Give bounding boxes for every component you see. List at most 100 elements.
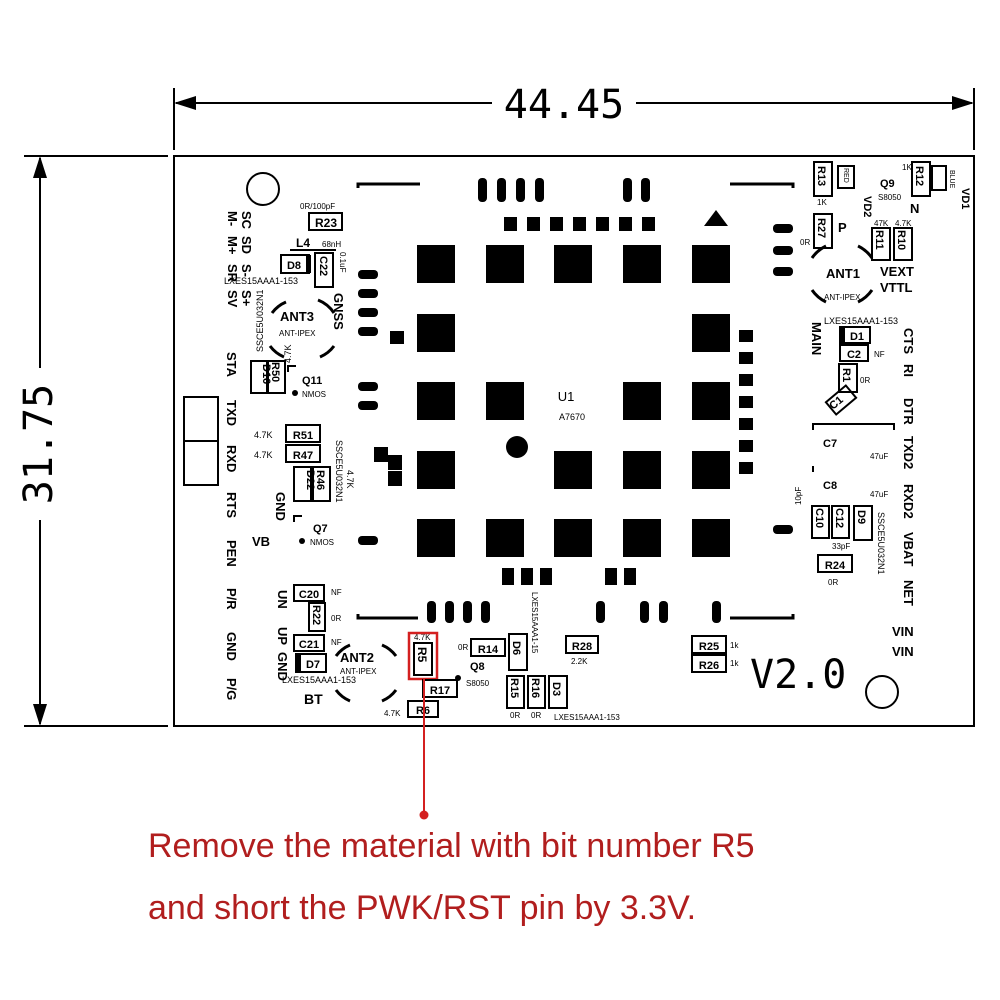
ant2-label: ANT2 (340, 650, 374, 665)
right-header-6: NET (901, 580, 916, 606)
svg-text:SD: SD (239, 236, 254, 254)
svg-text:SV: SV (225, 290, 240, 308)
bt-label: BT (304, 691, 323, 707)
r5-label: R5 (415, 647, 429, 663)
r13-box (813, 161, 833, 197)
d7-label: D7 (306, 659, 320, 671)
vb-label: VB (252, 534, 270, 549)
vext-label: VEXT (880, 264, 914, 279)
r51-value: 4.7K (254, 430, 273, 440)
gnd-label-mid: GND (273, 492, 288, 521)
r1-value: 0R (860, 376, 870, 385)
n-label: N (910, 201, 919, 216)
r23-value: 0R/100pF (300, 202, 335, 211)
r26-label: R26 (699, 660, 719, 672)
up-label: UP (275, 627, 290, 645)
r6-value: 4.7K (384, 709, 401, 718)
c12-box (831, 505, 850, 539)
r14-label: R14 (478, 644, 499, 656)
r14-box (470, 638, 506, 657)
r16-label: R16 (529, 678, 541, 698)
d1-band (840, 327, 845, 343)
vd2-label: VD2 (861, 196, 873, 217)
width-dimension (173, 88, 975, 150)
right-header-5: VBAT (901, 532, 916, 566)
r50-box (267, 360, 286, 394)
svg-text:SR: SR (225, 264, 240, 283)
r15-label: R15 (508, 678, 520, 698)
ant2-ring (334, 643, 398, 703)
r23-box (308, 212, 343, 231)
d22-box (293, 466, 312, 502)
ant3-type: ANT-IPEX (279, 329, 316, 338)
instruction-line-2: and short the PWK/RST pin by 3.3V. (148, 889, 697, 927)
mounting-hole-bottom-right (865, 675, 899, 709)
module-center-dot (506, 436, 528, 458)
c10-box (811, 505, 830, 539)
r50-label: R50 (269, 362, 281, 382)
d8-band (306, 255, 311, 273)
r10-box (893, 227, 913, 261)
lxes-lower-left: LXES15AAA1-153 (282, 675, 356, 685)
instruction-line-1: Remove the material with bit number R5 (148, 827, 755, 865)
r17-label: R17 (430, 685, 450, 697)
svg-text:SC: SC (239, 211, 254, 230)
height-dimension-label: 31.75 (16, 384, 62, 504)
ant1-label: ANT1 (826, 266, 860, 281)
callout-dot (419, 810, 429, 820)
svg-text:RXD: RXD (224, 445, 239, 472)
right-header-7: VIN (892, 624, 914, 639)
ant3-ring (268, 298, 336, 359)
r24-box (817, 554, 853, 573)
d6-label: D6 (510, 641, 522, 655)
left-connector (183, 396, 219, 486)
module-outline (356, 182, 795, 620)
svg-text:M-: M- (225, 211, 240, 226)
un-label: UN (275, 590, 290, 609)
c22-value: 0.1uF (338, 252, 347, 273)
r11-label: R11 (873, 230, 885, 250)
p-label: P (838, 220, 847, 235)
module-pins-bottom (427, 568, 721, 623)
vttl-label: VTTL (880, 280, 913, 295)
r12-value: 1K (902, 163, 912, 172)
c21-box (293, 634, 325, 652)
c10-label: C10 (813, 508, 825, 528)
ant1-type: ANT-IPEX (824, 293, 861, 302)
c2-value: NF (874, 350, 885, 359)
q9-type: S8050 (878, 193, 902, 202)
vd1-label: VD1 (959, 188, 971, 209)
r13-label: R13 (815, 166, 827, 186)
r27-value: 0R (800, 238, 810, 247)
d3-label: D3 (550, 682, 562, 696)
svg-text:PEN: PEN (224, 540, 239, 567)
svg-text:P/G: P/G (224, 678, 239, 700)
d7-band (296, 654, 301, 672)
height-dimension (24, 155, 168, 727)
svg-text:M+: M+ (225, 236, 240, 255)
r50-value: 4.7K (283, 344, 293, 363)
c12-label: C12 (833, 508, 845, 528)
svg-text:S-: S- (239, 264, 254, 277)
ssce-upper: SSCE5U032N1 (255, 289, 265, 352)
r5-box (413, 642, 433, 676)
right-header-8: VIN (892, 644, 914, 659)
c2-label: C2 (847, 349, 861, 361)
r25-box (691, 635, 727, 654)
module-pins-left (358, 270, 404, 545)
c8-value: 47uF (870, 490, 888, 499)
r27-label: R27 (815, 218, 827, 238)
r24-label: R24 (825, 560, 846, 572)
c22-label: C22 (317, 256, 329, 276)
r26-box (691, 654, 727, 673)
d8-label: D8 (287, 260, 301, 272)
lxes-d3: LXES15AAA1-153 (554, 713, 620, 722)
width-arrow-right (952, 96, 974, 110)
c7-label: C7 (823, 438, 837, 450)
module-pad-grid (417, 245, 730, 557)
ant1-ring (810, 244, 874, 304)
r5-value: 4.7K (414, 633, 431, 642)
lxes-upper: LXES15AAA1-153 (224, 276, 298, 286)
svg-text:GND: GND (224, 632, 239, 661)
